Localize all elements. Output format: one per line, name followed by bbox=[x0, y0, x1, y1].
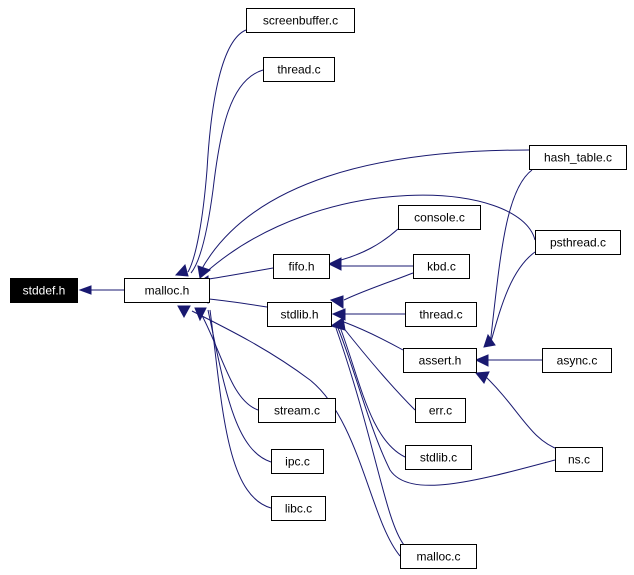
edge-stdlib-h-to-malloc-h bbox=[208, 298, 268, 308]
edge-hash-table-c-to-assert-h bbox=[489, 169, 533, 346]
node-stream-c[interactable]: stream.c bbox=[258, 398, 336, 423]
node-label-async-c: async.c bbox=[557, 354, 598, 368]
node-box-assert-h bbox=[403, 348, 477, 373]
node-fifo-h[interactable]: fifo.h bbox=[273, 254, 330, 279]
node-box-ns-c bbox=[555, 447, 603, 472]
node-box-stddef-h bbox=[10, 278, 78, 303]
node-label-ipc-c: ipc.c bbox=[285, 455, 310, 469]
arrowhead-stdlib-h-2 bbox=[331, 308, 346, 321]
node-label-libc-c: libc.c bbox=[285, 502, 312, 516]
edge-stdlib-c-to-stdlib-h bbox=[339, 326, 406, 458]
node-ns-c[interactable]: ns.c bbox=[555, 447, 603, 472]
node-label-err-c: err.c bbox=[429, 404, 452, 418]
nodes: stddef.h malloc.h screenbuffer.c thread.c ha… bbox=[10, 8, 627, 569]
node-malloc-h[interactable]: malloc.h bbox=[124, 278, 210, 303]
edge-assert-h-to-stdlib-h bbox=[343, 321, 404, 351]
node-stdlib-c[interactable]: stdlib.c bbox=[405, 445, 472, 470]
edge-malloc-c-to-stdlib-h bbox=[335, 327, 405, 546]
node-label-kbd-c: kbd.c bbox=[427, 260, 456, 274]
node-box-psthread-c bbox=[535, 230, 621, 255]
node-label-ns-c: ns.c bbox=[568, 453, 590, 467]
edge-fifo-h-to-malloc-h bbox=[208, 267, 274, 280]
node-label-screenbuffer-c: screenbuffer.c bbox=[263, 14, 338, 28]
node-stdlib-h[interactable]: stdlib.h bbox=[267, 302, 332, 327]
node-box-stream-c bbox=[258, 398, 336, 423]
node-box-fifo-h bbox=[273, 254, 330, 279]
node-box-stdlib-c bbox=[405, 445, 472, 470]
node-label-stdlib-c: stdlib.c bbox=[420, 451, 457, 465]
node-label-thread-c-mid: thread.c bbox=[419, 308, 462, 322]
node-stddef-h[interactable]: stddef.h bbox=[10, 278, 78, 303]
edge-err-c-to-stdlib-h bbox=[341, 325, 416, 411]
node-box-malloc-h bbox=[124, 278, 210, 303]
node-thread-c-top[interactable]: thread.c bbox=[263, 57, 335, 82]
node-assert-h[interactable]: assert.h bbox=[403, 348, 477, 373]
node-box-async-c bbox=[542, 348, 612, 373]
node-box-thread-c-top bbox=[263, 57, 335, 82]
arrowhead-assert-h bbox=[483, 333, 496, 348]
edges bbox=[78, 29, 561, 557]
node-label-stddef-h: stddef.h bbox=[23, 284, 66, 298]
node-box-screenbuffer-c bbox=[246, 8, 355, 33]
node-ipc-c[interactable]: ipc.c bbox=[271, 449, 324, 474]
node-kbd-c[interactable]: kbd.c bbox=[413, 254, 470, 279]
arrowhead-assert-h-2 bbox=[474, 354, 489, 367]
node-libc-c[interactable]: libc.c bbox=[271, 496, 326, 521]
edge-kbd-c-to-stdlib-h bbox=[343, 272, 414, 301]
arrowhead-malloc-h bbox=[174, 263, 189, 277]
edge-psthread-c-to-assert-h bbox=[489, 251, 536, 346]
node-box-hash-table-c bbox=[529, 145, 627, 170]
node-label-hash-table-c: hash_table.c bbox=[544, 151, 612, 165]
node-box-kbd-c bbox=[413, 254, 470, 279]
arrowhead-malloc-h-2 bbox=[197, 265, 212, 279]
arrowhead-stdlib-h-3 bbox=[329, 317, 346, 331]
edge-malloc-c-to-malloc-h bbox=[191, 310, 401, 557]
edge-ns-c-to-assert-h bbox=[485, 376, 561, 451]
arrowhead-stddef-h bbox=[78, 285, 92, 295]
arrowhead-stdlib-h bbox=[329, 295, 344, 309]
edge-ns-c-to-stdlib-h bbox=[337, 327, 556, 486]
node-box-malloc-c bbox=[400, 544, 477, 569]
node-label-assert-h: assert.h bbox=[419, 354, 462, 368]
node-box-ipc-c bbox=[271, 449, 324, 474]
node-box-libc-c bbox=[271, 496, 326, 521]
edge-thread-c-top-to-malloc-h bbox=[190, 69, 264, 274]
edge-stream-c-to-malloc-h bbox=[197, 307, 259, 411]
node-console-c[interactable]: console.c bbox=[398, 205, 481, 230]
edge-libc-c-to-malloc-h bbox=[209, 309, 272, 509]
edge-psthread-c-to-malloc-h bbox=[203, 194, 536, 275]
node-label-thread-c-top: thread.c bbox=[277, 63, 320, 77]
node-box-console-c bbox=[398, 205, 481, 230]
node-psthread-c[interactable]: psthread.c bbox=[535, 230, 621, 255]
arrowhead-fifo-h bbox=[327, 257, 342, 271]
node-hash-table-c[interactable]: hash_table.c bbox=[529, 145, 627, 170]
arrowhead-malloc-h-5 bbox=[177, 305, 191, 319]
node-box-err-c bbox=[415, 398, 466, 423]
node-box-stdlib-h bbox=[267, 302, 332, 327]
node-box-thread-c-mid bbox=[405, 302, 477, 327]
node-malloc-c[interactable]: malloc.c bbox=[400, 544, 477, 569]
edge-ipc-c-to-malloc-h bbox=[207, 309, 272, 463]
edge-console-c-to-fifo-h bbox=[340, 228, 399, 261]
node-label-malloc-h: malloc.h bbox=[145, 284, 190, 298]
node-label-stdlib-h: stdlib.h bbox=[280, 308, 318, 322]
edge-screenbuffer-c-to-malloc-h bbox=[187, 29, 247, 273]
arrowhead-assert-h-3 bbox=[475, 371, 490, 384]
node-screenbuffer-c[interactable]: screenbuffer.c bbox=[246, 8, 355, 33]
node-label-stream-c: stream.c bbox=[274, 404, 320, 418]
node-async-c[interactable]: async.c bbox=[542, 348, 612, 373]
edge-hash-table-c-to-malloc-h bbox=[199, 149, 530, 273]
node-label-console-c: console.c bbox=[414, 211, 465, 225]
node-label-psthread-c: psthread.c bbox=[550, 236, 606, 250]
node-label-malloc-c: malloc.c bbox=[416, 550, 460, 564]
node-err-c[interactable]: err.c bbox=[415, 398, 466, 423]
node-label-fifo-h: fifo.h bbox=[288, 260, 314, 274]
node-thread-c-mid[interactable]: thread.c bbox=[405, 302, 477, 327]
arrowhead-malloc-h-6 bbox=[194, 307, 207, 322]
